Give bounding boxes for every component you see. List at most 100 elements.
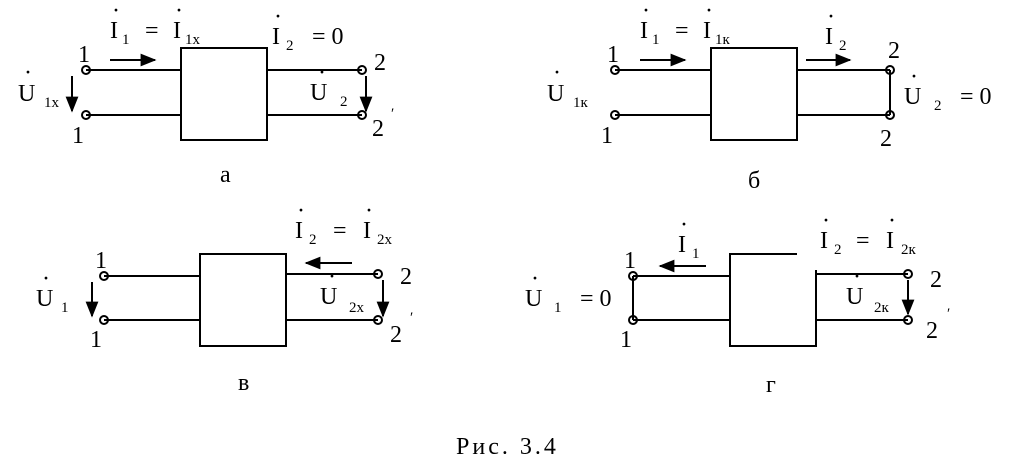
voltage-subscript: 2х <box>349 300 365 316</box>
current-symbol: I <box>110 18 118 44</box>
current-subscript: 1х <box>185 32 201 48</box>
terminal-label: 2 <box>400 264 412 290</box>
terminal-label: 1 <box>620 327 632 353</box>
current-subscript: 1 <box>122 32 130 48</box>
current-subscript: 1к <box>715 32 731 48</box>
prime-mark: ′ <box>391 106 394 122</box>
panel-letter: а <box>220 162 231 188</box>
current-subscript: 2 <box>286 38 294 54</box>
current-subscript: 2х <box>377 232 393 248</box>
panel-letter: в <box>238 370 249 396</box>
terminal-label: 2 <box>888 38 900 64</box>
equals-sign: = <box>145 18 159 44</box>
panel-a: I · 1 = I · 1х I · 2 = 0 U · 1х U · 2 1 … <box>18 0 394 188</box>
terminal-icon <box>903 269 913 279</box>
voltage-symbol: U <box>320 284 337 310</box>
dot-accent: · <box>274 4 282 30</box>
terminal-label: 2 <box>930 267 942 293</box>
voltage-value: = 0 <box>580 286 612 312</box>
voltage-subscript: 1к <box>573 95 589 111</box>
dot-accent: · <box>318 60 326 86</box>
voltage-symbol: U <box>846 284 863 310</box>
current-symbol: I <box>173 18 181 44</box>
dot-accent: · <box>112 0 120 24</box>
terminal-icon <box>885 65 895 75</box>
voltage-symbol: U <box>904 84 921 110</box>
two-port-box <box>710 47 798 141</box>
dot-accent: · <box>822 208 830 234</box>
voltage-symbol: U <box>18 81 35 107</box>
current-symbol: I <box>886 228 894 254</box>
terminal-icon <box>610 65 620 75</box>
current-symbol: I <box>295 218 303 244</box>
equals-sign: = <box>856 228 870 254</box>
two-port-box <box>199 253 287 347</box>
voltage-symbol: U <box>310 80 327 106</box>
terminal-label: 1 <box>72 123 84 149</box>
voltage-symbol: U <box>547 81 564 107</box>
current-symbol: I <box>825 24 833 50</box>
terminal-icon <box>903 315 913 325</box>
current-subscript: 2 <box>834 242 842 258</box>
terminal-label: 1 <box>607 42 619 68</box>
dot-accent: · <box>24 60 32 86</box>
dot-accent: · <box>297 198 305 224</box>
current-subscript: 1 <box>692 246 700 262</box>
two-port-box <box>180 47 268 141</box>
dot-accent: · <box>365 198 373 224</box>
terminal-icon <box>628 271 638 281</box>
equals-sign: = <box>675 18 689 44</box>
voltage-subscript: 1х <box>44 95 60 111</box>
current-subscript: 2 <box>309 232 317 248</box>
dot-accent: · <box>680 212 688 238</box>
voltage-subscript: 1 <box>61 300 69 316</box>
terminal-label: 1 <box>601 123 613 149</box>
current-symbol: I <box>678 232 686 258</box>
dot-accent: · <box>642 0 650 24</box>
current-subscript: 2 <box>839 38 847 54</box>
terminal-icon <box>99 315 109 325</box>
terminal-icon <box>357 65 367 75</box>
dot-accent: · <box>531 266 539 292</box>
current-subscript: 1 <box>652 32 660 48</box>
terminal-icon <box>885 110 895 120</box>
current-symbol: I <box>272 24 280 50</box>
prime-mark: ′ <box>947 306 950 322</box>
panel-letter: г <box>766 372 776 398</box>
voltage-symbol: U <box>36 286 53 312</box>
voltage-subscript: 1 <box>554 300 562 316</box>
terminal-label: 2 <box>926 318 938 344</box>
dot-accent: · <box>853 264 861 290</box>
terminal-icon <box>373 269 383 279</box>
dot-accent: · <box>553 60 561 86</box>
terminal-icon <box>81 110 91 120</box>
dot-accent: · <box>328 264 336 290</box>
current-value: = 0 <box>312 24 344 50</box>
dot-accent: · <box>42 266 50 292</box>
terminal-label: 1 <box>624 248 636 274</box>
current-subscript: 2к <box>901 242 917 258</box>
equals-sign: = <box>333 218 347 244</box>
terminal-label: 2 <box>374 50 386 76</box>
panel-d: I · 1 I · 2 = I · 2к U · 1 = 0 U · 2к 1 … <box>525 208 950 398</box>
terminal-icon <box>628 315 638 325</box>
terminal-icon <box>99 271 109 281</box>
dot-accent: · <box>705 0 713 24</box>
voltage-subscript: 2 <box>934 98 942 114</box>
terminal-label: 1 <box>78 42 90 68</box>
dot-accent: · <box>827 4 835 30</box>
current-symbol: I <box>640 18 648 44</box>
terminal-label: 1 <box>90 327 102 353</box>
dot-accent: · <box>888 208 896 234</box>
voltage-value: = 0 <box>960 84 992 110</box>
panel-letter: б <box>748 168 760 194</box>
terminal-label: 2 <box>390 322 402 348</box>
panel-b: I · 1 = I · 1к I · 2 U · 1к U · 2 = 0 1 … <box>547 0 992 194</box>
terminal-icon <box>610 110 620 120</box>
dot-accent: · <box>175 0 183 24</box>
terminal-icon <box>81 65 91 75</box>
voltage-symbol: U <box>525 286 542 312</box>
voltage-subscript: 2к <box>874 300 890 316</box>
two-port-box-open <box>729 253 817 347</box>
